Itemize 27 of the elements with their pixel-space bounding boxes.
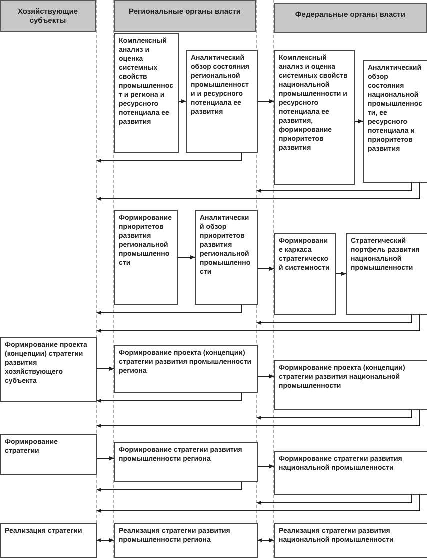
arrow — [256, 410, 412, 420]
arrow — [178, 256, 196, 260]
arrow — [96, 456, 114, 460]
arrow — [258, 267, 274, 271]
arrow — [354, 120, 364, 124]
arrow — [178, 100, 186, 104]
arrow — [96, 182, 420, 201]
arrow — [258, 538, 274, 542]
arrow — [258, 100, 274, 104]
arrow — [96, 392, 242, 403]
arrow — [96, 538, 114, 542]
arrow — [96, 367, 114, 371]
arrow — [96, 410, 420, 428]
arrow — [256, 314, 412, 325]
arrow — [258, 464, 274, 468]
arrow — [336, 272, 346, 276]
arrow — [256, 182, 412, 193]
swimlane — [0, 0, 97, 558]
arrow — [96, 314, 420, 333]
arrow — [96, 482, 242, 492]
swimlane — [113, 0, 257, 558]
arrow — [96, 304, 242, 315]
arrow — [256, 494, 412, 505]
arrow — [96, 494, 420, 513]
swimlane — [273, 0, 427, 558]
arrow — [258, 374, 274, 378]
arrow — [96, 152, 242, 163]
